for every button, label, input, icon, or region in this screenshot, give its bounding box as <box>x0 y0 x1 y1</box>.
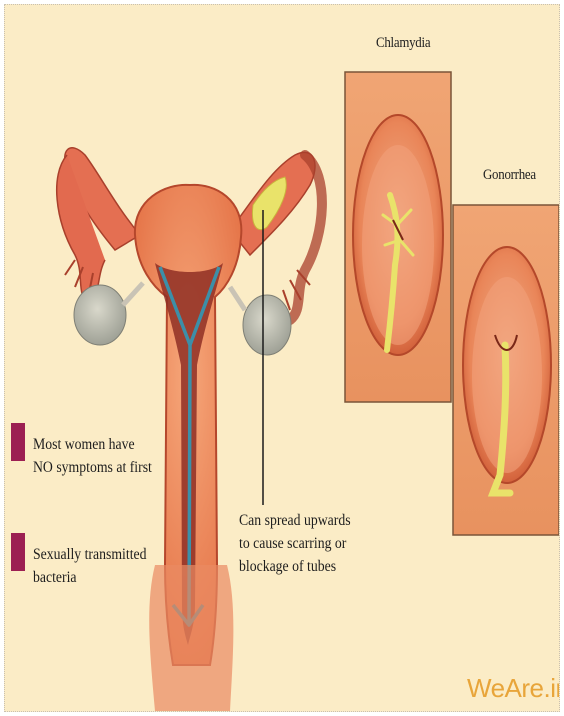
illustration-frame: Chlamydia Gonorrhea Most women have NO s… <box>4 4 560 712</box>
left-ovary <box>74 285 126 345</box>
vaginal-canal <box>149 565 233 711</box>
watermark: WeAre.ir <box>467 673 560 704</box>
spread-note: Can spread upwards to cause scarring or … <box>239 509 351 578</box>
bacteria-note: Sexually transmitted bacteria <box>33 543 147 589</box>
note-line: blockage of tubes <box>239 555 351 578</box>
note-line: NO symptoms at first <box>33 456 152 479</box>
symptoms-note: Most women have NO symptoms at first <box>33 433 152 479</box>
note-line: to cause scarring or <box>239 532 351 555</box>
right-fallopian-tube <box>230 152 322 320</box>
bullet-marker <box>11 423 25 461</box>
note-line: Sexually transmitted <box>33 543 147 566</box>
note-line: bacteria <box>33 566 147 589</box>
reproductive-tract-illustration <box>5 5 559 711</box>
note-line: Most women have <box>33 433 152 456</box>
right-ovary <box>243 295 291 355</box>
gonorrhea-panel <box>453 205 559 535</box>
chlamydia-panel <box>345 72 451 402</box>
left-fallopian-tube <box>57 148 140 305</box>
note-line: Can spread upwards <box>239 509 351 532</box>
bullet-marker <box>11 533 25 571</box>
chlamydia-label: Chlamydia <box>376 35 430 52</box>
gonorrhea-label: Gonorrhea <box>483 167 536 184</box>
